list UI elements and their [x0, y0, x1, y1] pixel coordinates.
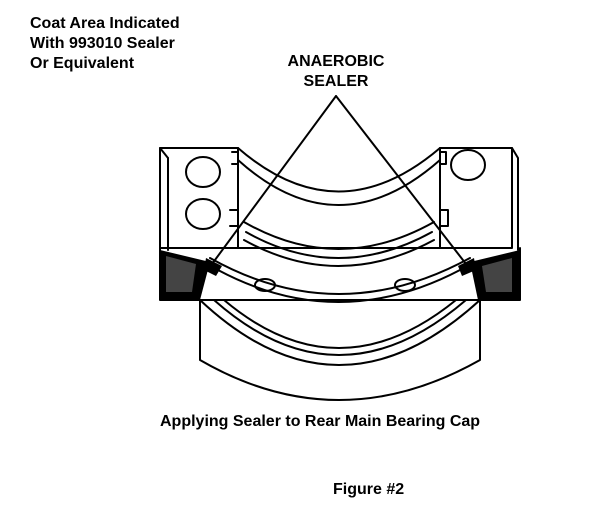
oil-holes [254, 278, 416, 292]
coat-note-line-2: With 993010 Sealer [30, 35, 175, 52]
sealer-leader-lines [211, 95, 467, 265]
coat-note-line-3: Or Equivalent [30, 55, 135, 72]
sealer-label-line-1: ANAEROBIC [287, 53, 385, 70]
figure-caption: Applying Sealer to Rear Main Bearing Cap [160, 413, 481, 430]
figure-number: Figure #2 [333, 481, 405, 498]
right-bolt-hole [450, 149, 486, 181]
sealer-application-points [204, 258, 476, 276]
right-sealer-coat-area [470, 250, 520, 300]
coat-area-note: Coat Area Indicated With 993010 Sealer O… [30, 14, 180, 74]
coat-note-line-1: Coat Area Indicated [30, 15, 180, 32]
anaerobic-sealer-label: ANAEROBIC SEALER [274, 52, 398, 92]
sealer-label-line-2: SEALER [303, 73, 369, 90]
bearing-tab-notches [229, 151, 449, 227]
left-bolt-holes [185, 156, 221, 230]
left-sealer-coat-area [160, 250, 210, 300]
